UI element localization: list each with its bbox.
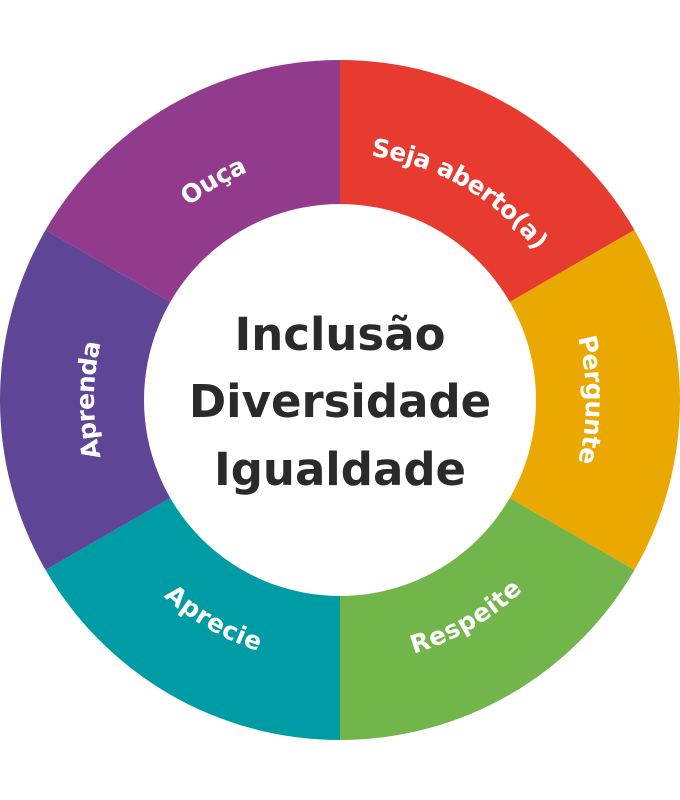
center-text: Inclusão Diversidade Igualdade (189, 308, 491, 496)
center-line-igualdade: Igualdade (214, 443, 466, 496)
center-line-diversidade: Diversidade (189, 375, 491, 428)
center-line-inclusao: Inclusão (235, 308, 446, 361)
center-circle (144, 204, 536, 596)
